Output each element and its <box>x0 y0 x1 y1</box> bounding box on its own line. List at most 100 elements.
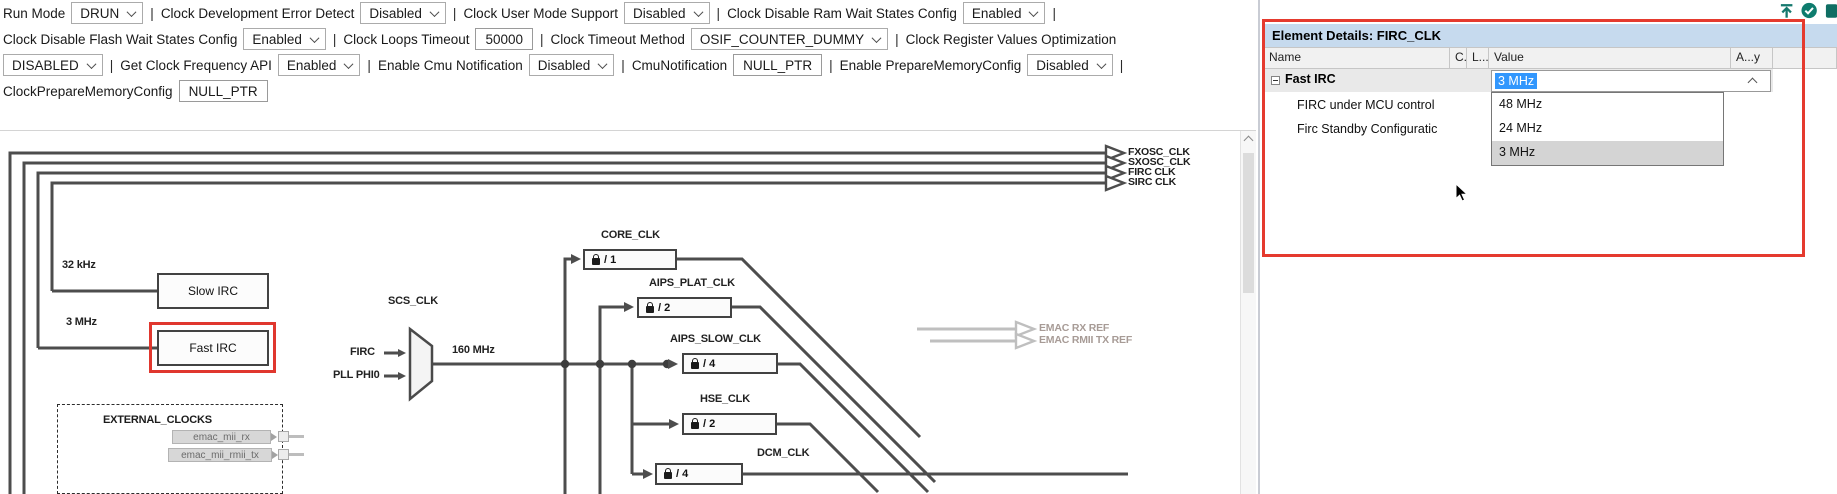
toolbar-select[interactable]: Disabled <box>624 2 710 24</box>
clock-tree-diagram: FXOSC_CLK SXOSC_CLK FIRC CLK SIRC CLK EM… <box>0 130 1256 494</box>
separator: | <box>621 57 625 73</box>
emac-rmii-tx-ref-label: EMAC RMII TX REF <box>1039 334 1133 346</box>
column-value[interactable]: Value <box>1489 47 1731 69</box>
scs-clk-label: SCS_CLK <box>388 295 438 307</box>
port-arrow-icon <box>272 451 278 459</box>
diagram-vertical-scrollbar[interactable] <box>1240 131 1256 494</box>
emac-mii-rmii-tx-port[interactable] <box>278 449 289 460</box>
divider-value: / 4 <box>676 468 689 480</box>
separator: | <box>452 5 457 21</box>
select-value: DISABLED <box>12 57 79 73</box>
toolbar-select[interactable]: Enabled <box>962 2 1046 24</box>
column-name[interactable]: Name <box>1263 47 1450 69</box>
lock-icon <box>691 357 699 369</box>
toolbar-label: Enable Cmu Notification <box>377 57 523 73</box>
scs-clk-mux[interactable] <box>408 326 434 402</box>
toolbar-input[interactable]: 50000 <box>475 28 534 50</box>
emac-mii-rx-port[interactable] <box>278 431 289 442</box>
toolbar-select[interactable]: Disabled <box>360 2 446 24</box>
bus-label-firc-clk: FIRC CLK <box>1128 166 1176 178</box>
dropdown-option[interactable]: 24 MHz <box>1499 121 1543 135</box>
toolbar-input[interactable]: NULL_PTR <box>178 80 268 102</box>
toolbar-label: CmuNotification <box>631 57 728 73</box>
chevron-down-icon <box>126 6 137 17</box>
toolbar-label: ClockPrepareMemoryConfig <box>3 83 173 99</box>
selected-value-text: 3 MHz <box>1495 73 1538 89</box>
toolbar-select[interactable]: DRUN <box>71 2 144 24</box>
toolbar-label: Enable PrepareMemoryConfig <box>839 57 1022 73</box>
core-clk-divider[interactable]: / 1 <box>583 249 677 270</box>
lock-icon <box>691 418 699 429</box>
aips-slow-clk-divider[interactable]: / 4 <box>682 353 778 374</box>
dcm-clk-divider[interactable]: / 4 <box>655 463 743 485</box>
hse-clk-divider[interactable]: / 2 <box>682 413 777 435</box>
scrollbar-thumb[interactable] <box>1243 153 1254 293</box>
separator: | <box>716 5 721 21</box>
slow-irc-box[interactable]: Slow IRC <box>157 273 269 309</box>
chevron-down-icon <box>429 6 440 17</box>
divider-value: / 1 <box>604 253 617 266</box>
toolbar-row-4: ClockPrepareMemoryConfig NULL_PTR <box>0 78 1250 104</box>
freq-3mhz-label: 3 MHz <box>66 316 97 328</box>
fast-irc-box[interactable]: Fast IRC <box>157 330 269 366</box>
divider-value: / 2 <box>703 418 716 430</box>
separator: | <box>1052 5 1056 21</box>
lock-icon <box>592 253 600 265</box>
port-stub <box>289 453 304 456</box>
core-clk-label: CORE_CLK <box>601 229 660 241</box>
aips-plat-clk-divider[interactable]: / 2 <box>637 297 732 318</box>
separator: | <box>1119 57 1124 73</box>
freq-32khz-label: 32 kHz <box>62 259 96 271</box>
clock-tree-svg <box>8 144 1128 494</box>
column-l[interactable]: L... <box>1467 47 1489 69</box>
toolbar-select[interactable]: Disabled <box>528 54 615 76</box>
chevron-down-icon <box>871 32 882 43</box>
toolbar-select[interactable]: Enabled <box>243 28 326 50</box>
chevron-down-icon <box>309 32 320 43</box>
select-value: Disabled <box>633 5 686 21</box>
select-value: OSIF_COUNTER_DUMMY <box>699 31 865 47</box>
toolbar-label: Clock Development Error Detect <box>160 5 355 21</box>
emac-rx-ref-label: EMAC RX REF <box>1039 322 1110 334</box>
tree-child-row[interactable]: Firc Standby Configuratic <box>1297 122 1438 136</box>
toolbar-select[interactable]: Enabled <box>277 54 361 76</box>
column-c[interactable]: C.. <box>1450 47 1470 69</box>
tree-child-row[interactable]: FIRC under MCU control <box>1297 98 1435 112</box>
firc-input-label: FIRC <box>350 346 375 358</box>
validation-check-icon[interactable] <box>1801 2 1818 19</box>
view-divider[interactable] <box>1258 0 1260 494</box>
separator: | <box>895 31 899 47</box>
toolbar-label: Run Mode <box>3 5 66 21</box>
scroll-up-icon[interactable] <box>1243 135 1254 146</box>
chevron-down-icon <box>1029 6 1039 17</box>
toolbar-select[interactable]: Disabled <box>1027 54 1113 76</box>
chevron-up-icon[interactable] <box>1747 77 1758 88</box>
emac-mii-rx-pill[interactable]: emac_mii_rx <box>172 430 271 444</box>
fast-irc-row-label: Fast IRC <box>1285 72 1336 86</box>
separator: | <box>332 31 337 47</box>
column-a-y[interactable]: A...y <box>1731 47 1773 69</box>
bus-label-fxosc-clk: FXOSC_CLK <box>1128 146 1190 158</box>
clipped-edge-icon[interactable] <box>1824 2 1837 20</box>
clock-settings-toolbar: Run Mode DRUN | Clock Development Error Det… <box>0 0 1250 104</box>
value-dropdown-list: 48 MHz 24 MHz 3 MHz <box>1491 92 1724 166</box>
toolbar-select[interactable]: DISABLED <box>3 54 103 76</box>
collapse-to-top-icon[interactable] <box>1778 2 1795 20</box>
hse-clk-label: HSE_CLK <box>700 393 750 405</box>
separator: | <box>150 5 154 21</box>
external-clocks-title: EXTERNAL_CLOCKS <box>103 414 212 426</box>
toolbar-select[interactable]: OSIF_COUNTER_DUMMY <box>690 28 889 50</box>
emac-mii-rmii-tx-pill[interactable]: emac_mii_rmii_tx <box>168 448 272 462</box>
bus-label-sirc-clk: SIRC CLK <box>1128 176 1176 188</box>
toolbar-input[interactable]: NULL_PTR <box>733 54 823 76</box>
separator: | <box>109 57 114 73</box>
details-column-headers: Name C.. L... Value A...y <box>1263 47 1837 69</box>
element-details-header: Element Details: FIRC_CLK <box>1263 24 1837 47</box>
toolbar-row-1: Run Mode DRUN | Clock Development Error Det… <box>0 0 1250 26</box>
collapse-expander-icon[interactable] <box>1271 76 1280 85</box>
mouse-cursor <box>1455 183 1468 202</box>
panel-toolbar-icons <box>1778 2 1837 22</box>
dropdown-option[interactable]: 48 MHz <box>1499 97 1543 111</box>
fast-irc-value-editor[interactable]: 3 MHz <box>1491 70 1771 92</box>
dropdown-option[interactable]: 3 MHz <box>1492 141 1723 165</box>
